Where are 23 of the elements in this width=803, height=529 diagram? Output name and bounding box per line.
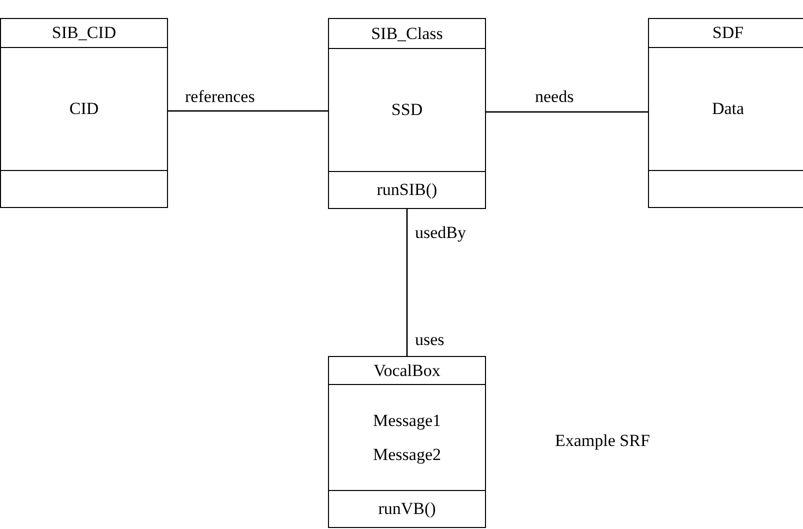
class-name: VocalBox bbox=[374, 360, 440, 382]
class-box bbox=[328, 356, 486, 528]
class-name: SIB_CID bbox=[52, 22, 116, 44]
attribute-text: CID bbox=[69, 98, 99, 120]
class-box bbox=[0, 18, 168, 208]
attribute-text: SSD bbox=[391, 99, 423, 121]
diagram-note: Example SRF bbox=[555, 430, 650, 452]
attribute-text: Message2 bbox=[373, 444, 441, 465]
attribute-text: Data bbox=[712, 98, 744, 120]
connector-line bbox=[168, 110, 328, 112]
method-text: runVB() bbox=[378, 498, 436, 520]
attribute-text: Message1 bbox=[373, 410, 441, 432]
edge-label: needs bbox=[535, 86, 574, 108]
role-label: uses bbox=[415, 329, 444, 350]
connector-line bbox=[486, 111, 648, 113]
class-box bbox=[328, 18, 486, 209]
class-name: SIB_Class bbox=[371, 22, 443, 44]
method-text: runSIB() bbox=[376, 179, 438, 201]
edge-label: references bbox=[185, 86, 255, 108]
class-name: SDF bbox=[712, 22, 744, 44]
class-box bbox=[648, 18, 803, 208]
connector-line bbox=[406, 209, 408, 356]
edge-label: usedBy bbox=[415, 222, 466, 244]
